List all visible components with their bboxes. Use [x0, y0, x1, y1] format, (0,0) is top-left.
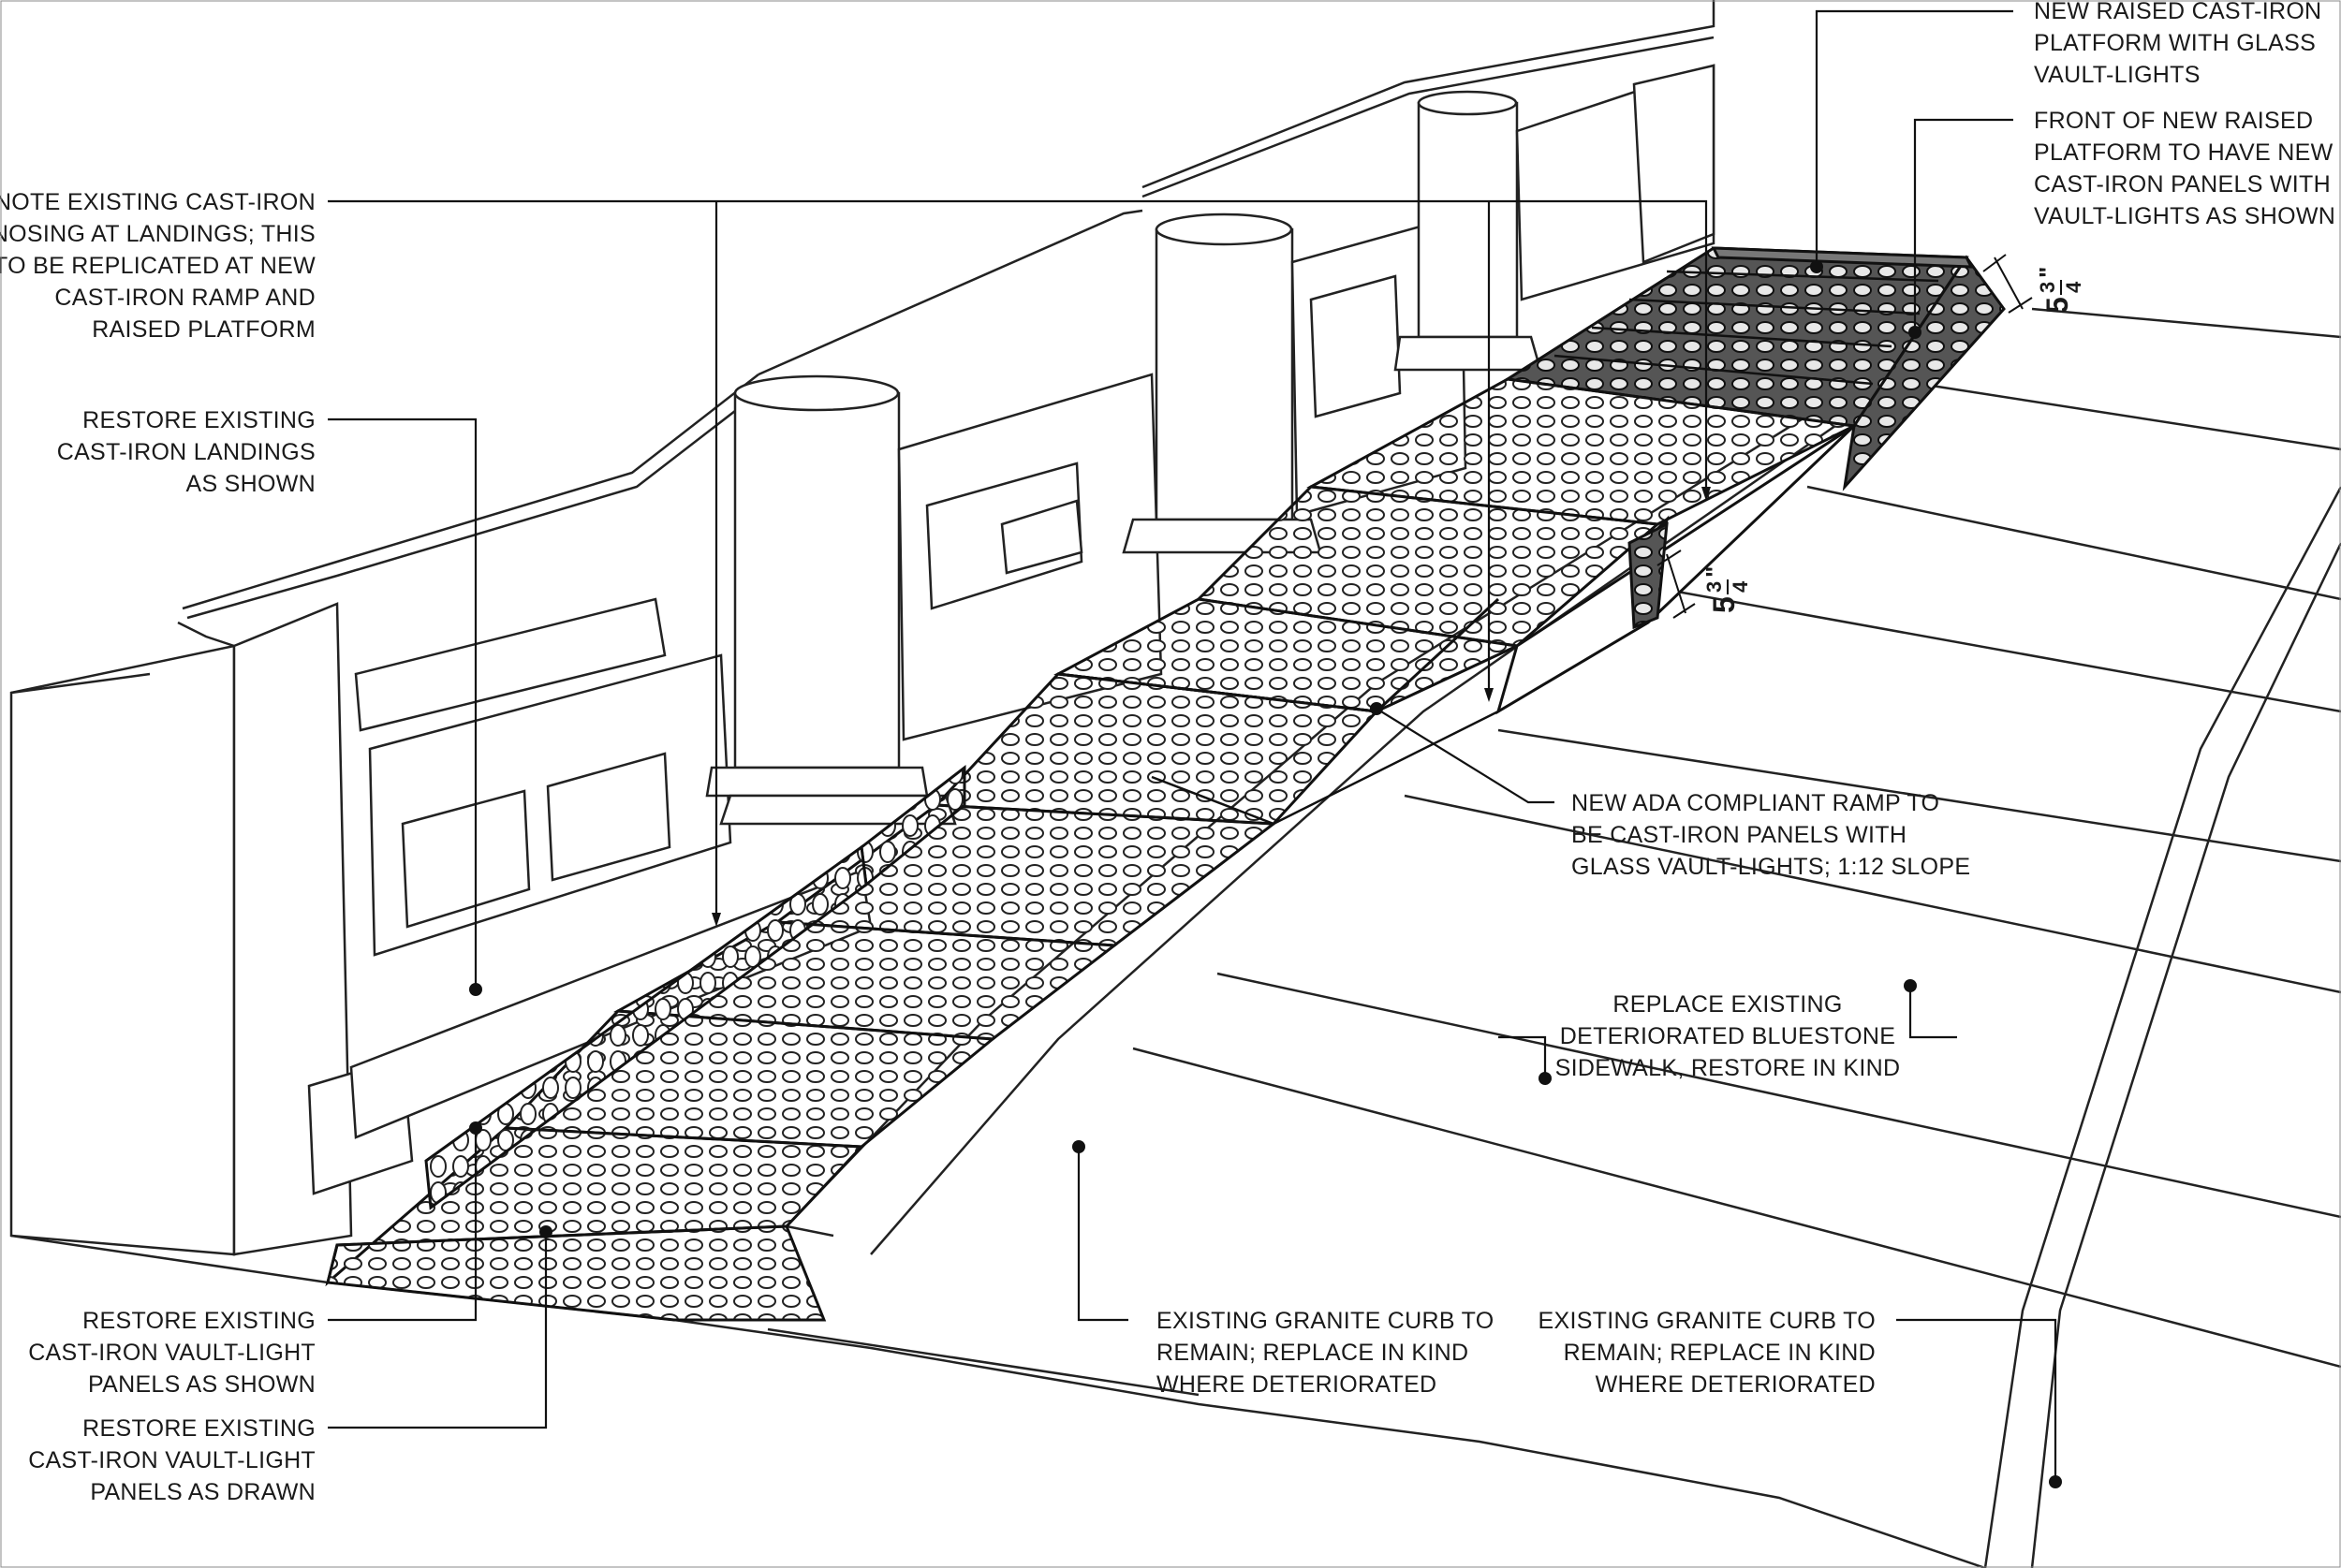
callout-curb-right-line-2: REMAIN; REPLACE IN KIND: [1564, 1340, 1876, 1366]
callout-bluestone: REPLACE EXISTING DETERIORATED BLUESTONE …: [1555, 991, 1901, 1081]
callout-panels-drawn-line-1: RESTORE EXISTING: [82, 1415, 316, 1442]
callout-nosing-line-1: NOTE EXISTING CAST-IRON: [0, 189, 316, 215]
callout-landings-line-3: AS SHOWN: [185, 471, 316, 497]
new-raised-platform: [1503, 246, 2006, 491]
dim-ramp-num: 3: [1702, 581, 1726, 593]
callout-ramp-line-1: NEW ADA COMPLIANT RAMP TO: [1571, 790, 1939, 816]
callout-curb-left-line-2: REMAIN; REPLACE IN KIND: [1156, 1340, 1468, 1366]
callout-nosing-line-2: NOSING AT LANDINGS; THIS: [0, 221, 316, 247]
callout-bluestone-line-1: REPLACE EXISTING: [1612, 991, 1842, 1018]
new-ada-ramp: [1053, 377, 1860, 715]
callout-ramp: NEW ADA COMPLIANT RAMP TO BE CAST-IRON P…: [1571, 790, 1970, 880]
dim-platform-whole: 5: [2040, 297, 2074, 314]
building-facade: [9, 0, 1715, 1256]
dim-platform-den: 4: [2062, 281, 2085, 293]
callout-nosing-line-5: RAISED PLATFORM: [92, 316, 316, 343]
callout-curb-right-line-3: WHERE DETERIORATED: [1596, 1371, 1876, 1398]
callout-platform-front-line-3: CAST-IRON PANELS WITH: [2034, 171, 2331, 198]
callout-nosing-line-4: CAST-IRON RAMP AND: [54, 285, 316, 311]
dimension-ramp-end-height: 5 3 4 ": [1656, 550, 1752, 619]
callout-platform-line-1: NEW RAISED CAST-IRON: [2034, 0, 2321, 24]
callout-platform-front-line-1: FRONT OF NEW RAISED: [2034, 108, 2313, 134]
callout-curb-left-line-3: WHERE DETERIORATED: [1156, 1371, 1436, 1398]
leader-lines: [328, 9, 2057, 1482]
callout-panels-drawn: RESTORE EXISTING CAST-IRON VAULT-LIGHT P…: [28, 1415, 316, 1505]
callout-ramp-line-2: BE CAST-IRON PANELS WITH: [1571, 822, 1907, 848]
callout-landings-line-2: CAST-IRON LANDINGS: [57, 439, 316, 465]
callout-nosing: NOTE EXISTING CAST-IRON NOSING AT LANDIN…: [0, 189, 316, 343]
callout-platform-line-2: PLATFORM WITH GLASS: [2034, 30, 2316, 56]
dimension-platform-height: 5 3 4 ": [1982, 254, 2085, 314]
callout-curb-right: EXISTING GRANITE CURB TO REMAIN; REPLACE…: [1539, 1308, 1877, 1398]
dim-platform-num: 3: [2036, 282, 2059, 293]
callout-platform: NEW RAISED CAST-IRON PLATFORM WITH GLASS…: [2034, 0, 2321, 88]
callout-panels-shown-line-2: CAST-IRON VAULT-LIGHT: [28, 1340, 316, 1366]
callout-platform-line-3: VAULT-LIGHTS: [2034, 62, 2201, 88]
callout-curb-left-line-1: EXISTING GRANITE CURB TO: [1156, 1308, 1494, 1334]
callout-panels-shown-line-1: RESTORE EXISTING: [82, 1308, 316, 1334]
callout-platform-front-line-4: VAULT-LIGHTS AS SHOWN: [2034, 203, 2335, 229]
callout-curb-left: EXISTING GRANITE CURB TO REMAIN; REPLACE…: [1156, 1308, 1494, 1398]
callout-curb-right-line-1: EXISTING GRANITE CURB TO: [1539, 1308, 1877, 1334]
dim-platform-unit: ": [2034, 267, 2062, 278]
callout-panels-shown: RESTORE EXISTING CAST-IRON VAULT-LIGHT P…: [28, 1308, 316, 1398]
callout-panels-shown-line-3: PANELS AS SHOWN: [88, 1371, 316, 1398]
callout-ramp-line-3: GLASS VAULT-LIGHTS; 1:12 SLOPE: [1571, 854, 1970, 880]
bluestone-sidewalk: [10, 298, 2341, 1568]
callout-platform-front: FRONT OF NEW RAISED PLATFORM TO HAVE NEW…: [2034, 108, 2335, 229]
callout-landings: RESTORE EXISTING CAST-IRON LANDINGS AS S…: [57, 407, 316, 497]
callout-panels-drawn-line-3: PANELS AS DRAWN: [90, 1479, 316, 1505]
dim-ramp-den: 4: [1729, 580, 1752, 593]
callout-platform-front-line-2: PLATFORM TO HAVE NEW: [2034, 139, 2334, 166]
callout-bluestone-line-2: DETERIORATED BLUESTONE: [1560, 1023, 1896, 1049]
callout-panels-drawn-line-2: CAST-IRON VAULT-LIGHT: [28, 1447, 316, 1473]
callout-bluestone-line-3: SIDEWALK, RESTORE IN KIND: [1555, 1055, 1901, 1081]
dim-ramp-whole: 5: [1707, 596, 1741, 613]
existing-vault-panels: [325, 644, 1518, 1322]
dim-ramp-unit: ": [1701, 566, 1729, 578]
leader-bullets: [469, 260, 2062, 1488]
callout-landings-line-1: RESTORE EXISTING: [82, 407, 316, 433]
callout-nosing-line-3: TO BE REPLICATED AT NEW: [0, 253, 316, 279]
